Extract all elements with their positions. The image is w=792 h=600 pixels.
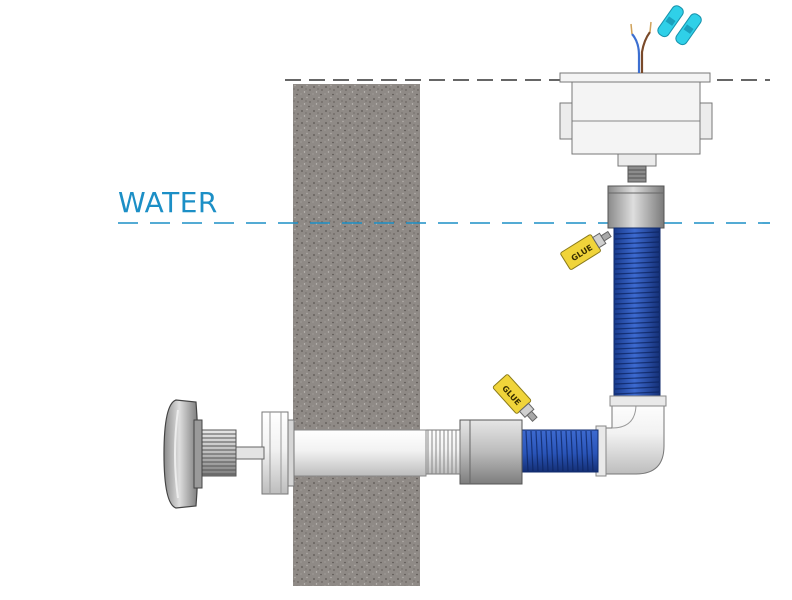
wall-flange (261, 411, 295, 495)
nozzle-stem (199, 429, 265, 477)
glue-tube-lower-icon: GLUE (492, 374, 538, 422)
cable-wires (630, 21, 652, 73)
threaded-pipe-end (425, 429, 461, 475)
glue-tube-icon: GLUE (560, 230, 612, 270)
horizontal-coupling (459, 419, 523, 485)
water-label: WATER (118, 186, 218, 219)
flex-hose-icon (613, 227, 661, 401)
concrete-wall (293, 84, 420, 586)
wall-passage-pipe (291, 429, 427, 477)
elbow-fitting-icon (595, 395, 667, 477)
spray-nozzle-icon (163, 399, 203, 509)
junction-box-icon (559, 72, 713, 183)
flex-hose-horizontal (521, 429, 599, 473)
vertical-coupling (607, 185, 665, 229)
connector-icon (657, 5, 702, 46)
